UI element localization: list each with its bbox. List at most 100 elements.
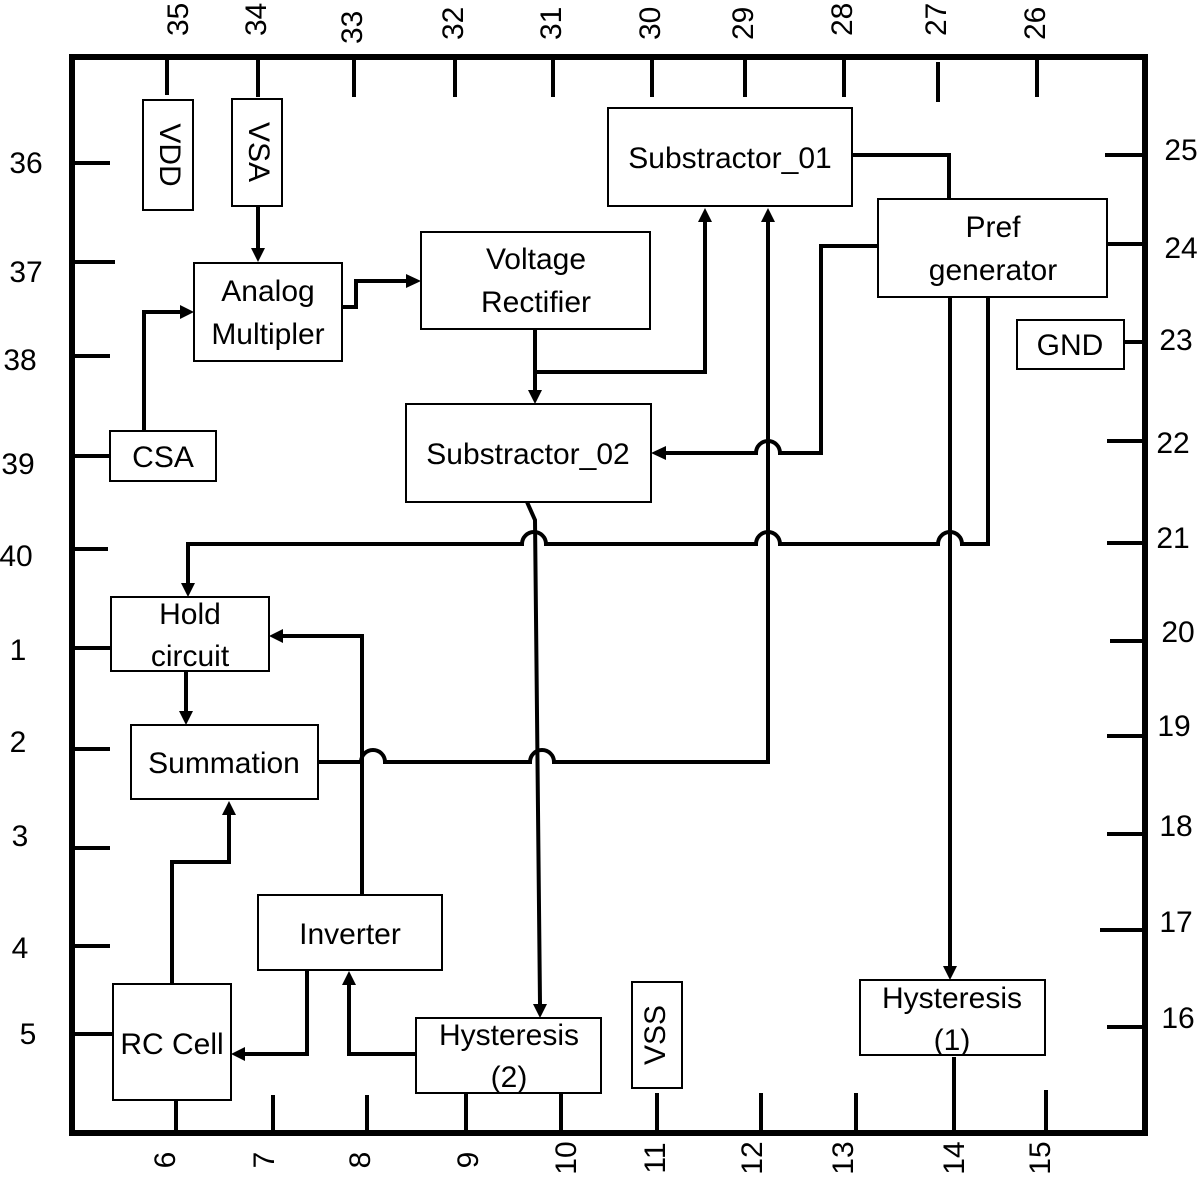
arrowhead	[269, 629, 283, 643]
pin-label-33: 33	[336, 11, 369, 44]
voltage-rectifier-label-line1: Voltage	[486, 243, 586, 276]
wire-substractor-02-to-hysteresis-2	[525, 501, 542, 1005]
pin-label-37: 37	[9, 256, 42, 289]
arrowhead	[651, 446, 666, 460]
pin-label-24: 24	[1164, 232, 1197, 265]
summation-label: Summation	[148, 747, 300, 780]
vsa-block: VSA	[231, 98, 283, 207]
wire-pref-to-substractor-02	[666, 244, 878, 455]
pin-label-38: 38	[3, 344, 36, 377]
substractor-02-block: Substractor_02	[405, 403, 652, 503]
wire-multiplier-to-rectifier	[342, 279, 406, 309]
hysteresis-2-label-line1: Hysteresis	[439, 1019, 579, 1052]
right-pin-labels: 25 24 23 22 21 20 19 18 17 16	[1156, 134, 1197, 1035]
vss-label: VSS	[639, 1005, 672, 1065]
hold-circuit-label-line2: circuit	[151, 640, 230, 673]
pin-label-28: 28	[826, 3, 859, 36]
gnd-block: GND	[1016, 319, 1125, 370]
right-pins	[1100, 153, 1145, 1029]
substractor-02-label: Substractor_02	[426, 438, 629, 471]
hysteresis-2-block: Hysteresis (2)	[415, 1017, 602, 1094]
arrowhead	[528, 390, 542, 404]
analog-multiplier-label-line1: Analog	[221, 275, 314, 308]
hysteresis-1-block: Hysteresis (1)	[859, 979, 1046, 1057]
pin-label-22: 22	[1156, 427, 1189, 460]
pin-label-23: 23	[1159, 324, 1192, 357]
pin-label-36: 36	[9, 147, 42, 180]
arrowhead	[180, 305, 194, 319]
vss-block: VSS	[631, 981, 683, 1089]
substractor-01-block: Substractor_01	[607, 107, 853, 207]
pin-label-7: 7	[248, 1152, 281, 1169]
vdd-label: VDD	[153, 123, 186, 186]
pin-label-4: 4	[12, 932, 29, 965]
arrowhead	[181, 583, 195, 597]
pin-label-30: 30	[634, 7, 667, 40]
top-pin-labels: 35 34 33 32 31 30 29 28 27 26	[162, 3, 1052, 44]
arrowhead	[231, 1047, 245, 1061]
pref-generator-label-line1: Pref	[965, 211, 1021, 244]
csa-block: CSA	[109, 430, 217, 482]
wire-inverter-to-hold	[283, 634, 364, 895]
arrowhead	[222, 801, 236, 815]
arrowhead	[342, 971, 356, 985]
gnd-label: GND	[1037, 329, 1104, 362]
pin-label-3: 3	[12, 820, 29, 853]
pin-label-29: 29	[727, 7, 760, 40]
arrowhead	[698, 208, 712, 222]
pin-label-35: 35	[162, 3, 195, 36]
vsa-label: VSA	[242, 122, 275, 182]
arrowhead	[406, 274, 421, 288]
pin-label-20: 20	[1161, 616, 1194, 649]
arrowhead	[179, 711, 193, 725]
pin-label-34: 34	[240, 3, 273, 36]
bottom-pins	[174, 1057, 1048, 1133]
pin-label-14: 14	[938, 1141, 971, 1174]
hold-circuit-block: Hold circuit	[110, 596, 270, 673]
pin-label-39: 39	[1, 448, 34, 481]
pin-label-12: 12	[736, 1141, 769, 1174]
pin-label-31: 31	[535, 7, 568, 40]
pin-label-26: 26	[1019, 7, 1052, 40]
wires	[142, 153, 990, 1061]
pin-label-19: 19	[1157, 710, 1190, 743]
wire-rc-to-summation	[170, 815, 231, 984]
pin-label-6: 6	[149, 1152, 182, 1169]
pref-generator-label-line2: generator	[929, 254, 1057, 287]
bottom-pin-labels: 6 7 8 9 10 11 12 13 14 15	[149, 1141, 1057, 1174]
analog-multiplier-label-line2: Multipler	[211, 318, 324, 351]
wire-inverter-to-rc	[245, 970, 309, 1056]
chip-frame	[69, 54, 1148, 1136]
pin-label-40: 40	[0, 540, 33, 573]
wire-substractor-01-to-pref	[852, 153, 951, 199]
pref-generator-block: Pref generator	[877, 198, 1108, 298]
analog-multiplier-block: Analog Multipler	[193, 262, 343, 362]
pin-label-32: 32	[437, 7, 470, 40]
arrowhead	[533, 1004, 547, 1018]
csa-label: CSA	[132, 441, 194, 474]
pin-label-9: 9	[452, 1152, 485, 1169]
pin-label-27: 27	[920, 3, 953, 36]
hysteresis-1-label-line1: Hysteresis	[882, 982, 1022, 1015]
substractor-01-label: Substractor_01	[628, 142, 831, 175]
arrowhead	[251, 248, 265, 262]
pin-label-18: 18	[1159, 810, 1192, 843]
top-pins	[165, 57, 1039, 102]
arrowhead	[761, 208, 775, 222]
arrowhead	[943, 966, 957, 980]
pin-label-21: 21	[1156, 522, 1189, 555]
inverter-block: Inverter	[257, 894, 443, 971]
pin-label-1: 1	[10, 634, 27, 667]
summation-block: Summation	[130, 724, 319, 800]
pin-label-17: 17	[1159, 906, 1192, 939]
wire-hysteresis-2-to-inverter	[347, 985, 416, 1056]
pin-label-11: 11	[639, 1142, 672, 1173]
pin-label-2: 2	[10, 726, 27, 759]
pin-label-25: 25	[1164, 134, 1197, 167]
wire-pref-to-hold	[186, 297, 990, 583]
vdd-block: VDD	[142, 99, 194, 211]
pin-label-16: 16	[1161, 1002, 1194, 1035]
pin-label-13: 13	[827, 1141, 860, 1174]
pin-label-10: 10	[550, 1141, 583, 1174]
